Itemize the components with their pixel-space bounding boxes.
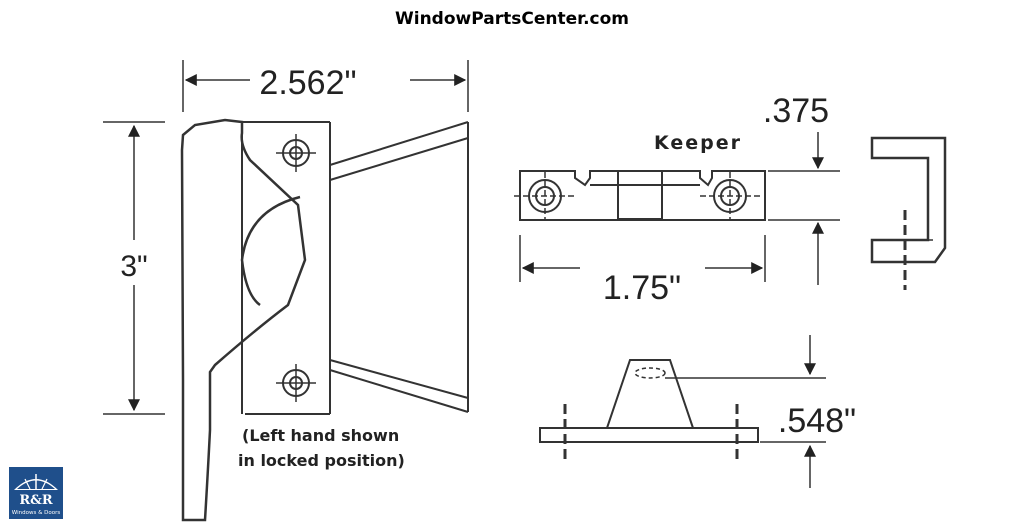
caption-line-1: (Left hand shown: [242, 426, 399, 445]
keeper-screw-left-icon: [514, 172, 576, 220]
keeper-top-view: [514, 132, 840, 285]
dim-keeper-length: 1.75": [603, 269, 681, 307]
dim-keeper-height: .548": [778, 402, 856, 440]
keeper-label: Keeper: [654, 132, 742, 154]
sash-lock-drawing: [103, 60, 469, 522]
logo-initials: R&R: [19, 493, 53, 508]
company-logo: R&R Windows & Doors: [9, 467, 63, 519]
dim-keeper-thickness: .375: [763, 92, 829, 130]
keeper-side-profile: [870, 136, 947, 290]
keeper-screw-right-icon: [700, 172, 762, 220]
keeper-front-view: [539, 335, 826, 488]
dim-lock-width: 2.562": [259, 64, 356, 102]
screw-hole-top-icon: [276, 134, 316, 172]
logo-tagline: Windows & Doors: [12, 510, 61, 516]
site-title: WindowPartsCenter.com: [395, 9, 629, 29]
dim-lock-height: 3": [120, 250, 147, 283]
screw-hole-bottom-icon: [276, 364, 316, 402]
caption-line-2: in locked position): [238, 451, 405, 470]
